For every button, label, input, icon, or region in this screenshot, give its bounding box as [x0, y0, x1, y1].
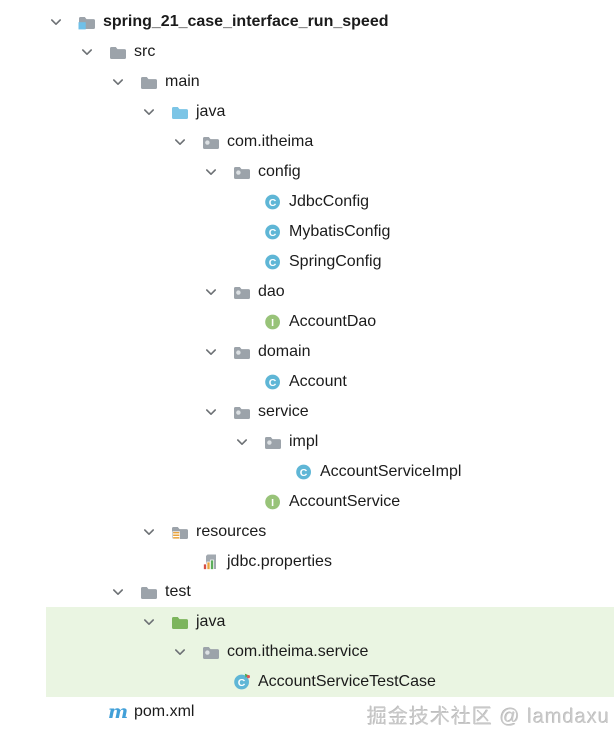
chevron-down-icon[interactable] [234, 434, 264, 450]
tree-row-label: pom.xml [134, 703, 195, 720]
package-icon [233, 163, 251, 181]
chevron-down-icon[interactable] [203, 284, 233, 300]
tree-row-label: dao [258, 283, 285, 300]
chevron-down-icon[interactable] [203, 404, 233, 420]
tree-row-spring-config[interactable]: C SpringConfig [46, 247, 614, 277]
folder-icon [109, 43, 127, 61]
tree-row-label: JdbcConfig [289, 193, 370, 210]
source-folder-icon [171, 103, 189, 121]
tree-row-dao[interactable]: dao [46, 277, 614, 307]
package-icon [202, 643, 220, 661]
tree-row-label: AccountDao [289, 313, 377, 330]
tree-row-impl[interactable]: impl [46, 427, 614, 457]
chevron-down-icon[interactable] [203, 164, 233, 180]
tree-row-service[interactable]: service [46, 397, 614, 427]
tree-row-main[interactable]: main [46, 67, 614, 97]
tree-row-label: domain [258, 343, 311, 360]
package-icon [202, 133, 220, 151]
svg-text:C: C [269, 227, 277, 239]
svg-text:C: C [269, 197, 277, 209]
chevron-down-icon[interactable] [48, 14, 78, 30]
tree-row-src[interactable]: src [46, 37, 614, 67]
tree-row-test[interactable]: test [46, 577, 614, 607]
svg-text:I: I [271, 497, 274, 509]
tree-row-jdbc-properties[interactable]: jdbc.properties [46, 547, 614, 577]
tree-row-label: spring_21_case_interface_run_speed [103, 13, 389, 30]
svg-text:I: I [271, 317, 274, 329]
class-icon: C [264, 253, 282, 271]
package-icon [264, 433, 282, 451]
folder-icon [140, 583, 158, 601]
tree-row-label: MybatisConfig [289, 223, 391, 240]
package-icon [233, 283, 251, 301]
svg-text:C: C [238, 677, 246, 689]
tree-row-label: Account [289, 373, 347, 390]
package-icon [233, 403, 251, 421]
tree-row-mybatis-config[interactable]: C MybatisConfig [46, 217, 614, 247]
interface-icon: I [264, 493, 282, 511]
tree-row-label: com.itheima [227, 133, 314, 150]
tree-row-account-dao[interactable]: I AccountDao [46, 307, 614, 337]
class-icon: C [264, 373, 282, 391]
tree-row-label: java [196, 613, 226, 630]
project-tree: spring_21_case_interface_run_speed src m… [46, 7, 614, 727]
interface-icon: I [264, 313, 282, 331]
chevron-down-icon[interactable] [110, 74, 140, 90]
test-class-icon: C [233, 673, 251, 691]
chevron-down-icon[interactable] [172, 644, 202, 660]
tree-row-com-itheima[interactable]: com.itheima [46, 127, 614, 157]
tree-row-label: SpringConfig [289, 253, 382, 270]
chevron-down-icon[interactable] [79, 44, 109, 60]
chevron-down-icon[interactable] [203, 344, 233, 360]
tree-row-label: impl [289, 433, 319, 450]
tree-row-jdbc-config[interactable]: C JdbcConfig [46, 187, 614, 217]
tree-row-label: jdbc.properties [227, 553, 332, 570]
tree-row-pom-xml[interactable]: m pom.xml [46, 697, 614, 727]
tree-row-java-main[interactable]: java [46, 97, 614, 127]
svg-text:C: C [300, 467, 308, 479]
package-icon [233, 343, 251, 361]
tree-row-config[interactable]: config [46, 157, 614, 187]
tree-row-label: src [134, 43, 156, 60]
tree-row-label: main [165, 73, 200, 90]
tree-row-account[interactable]: C Account [46, 367, 614, 397]
tree-row-label: AccountServiceTestCase [258, 673, 436, 690]
tree-row-label: test [165, 583, 191, 600]
tree-row-label: AccountServiceImpl [320, 463, 462, 480]
chevron-down-icon[interactable] [172, 134, 202, 150]
test-folder-icon [171, 613, 189, 631]
svg-text:C: C [269, 257, 277, 269]
tree-row-com-itheima-service[interactable]: com.itheima.service [46, 637, 614, 667]
svg-text:C: C [269, 377, 277, 389]
tree-row-resources[interactable]: resources [46, 517, 614, 547]
tree-row-label: AccountService [289, 493, 401, 510]
properties-file-icon [202, 553, 220, 571]
tree-row-label: resources [196, 523, 267, 540]
chevron-down-icon[interactable] [110, 584, 140, 600]
tree-row-domain[interactable]: domain [46, 337, 614, 367]
chevron-down-icon[interactable] [141, 524, 171, 540]
tree-row-label: java [196, 103, 226, 120]
class-icon: C [264, 193, 282, 211]
tree-row-account-service[interactable]: I AccountService [46, 487, 614, 517]
class-icon: C [264, 223, 282, 241]
tree-row-root[interactable]: spring_21_case_interface_run_speed [46, 7, 614, 37]
tree-row-account-service-impl[interactable]: C AccountServiceImpl [46, 457, 614, 487]
folder-icon [140, 73, 158, 91]
class-icon: C [295, 463, 313, 481]
module-folder-icon [78, 13, 96, 31]
tree-row-account-service-test-case[interactable]: C AccountServiceTestCase [46, 667, 614, 697]
tree-row-java-test[interactable]: java [46, 607, 614, 637]
maven-icon: m [107, 701, 129, 723]
resources-folder-icon [171, 523, 189, 541]
chevron-down-icon[interactable] [141, 104, 171, 120]
chevron-down-icon[interactable] [141, 614, 171, 630]
tree-row-label: config [258, 163, 301, 180]
tree-row-label: com.itheima.service [227, 643, 369, 660]
tree-row-label: service [258, 403, 309, 420]
